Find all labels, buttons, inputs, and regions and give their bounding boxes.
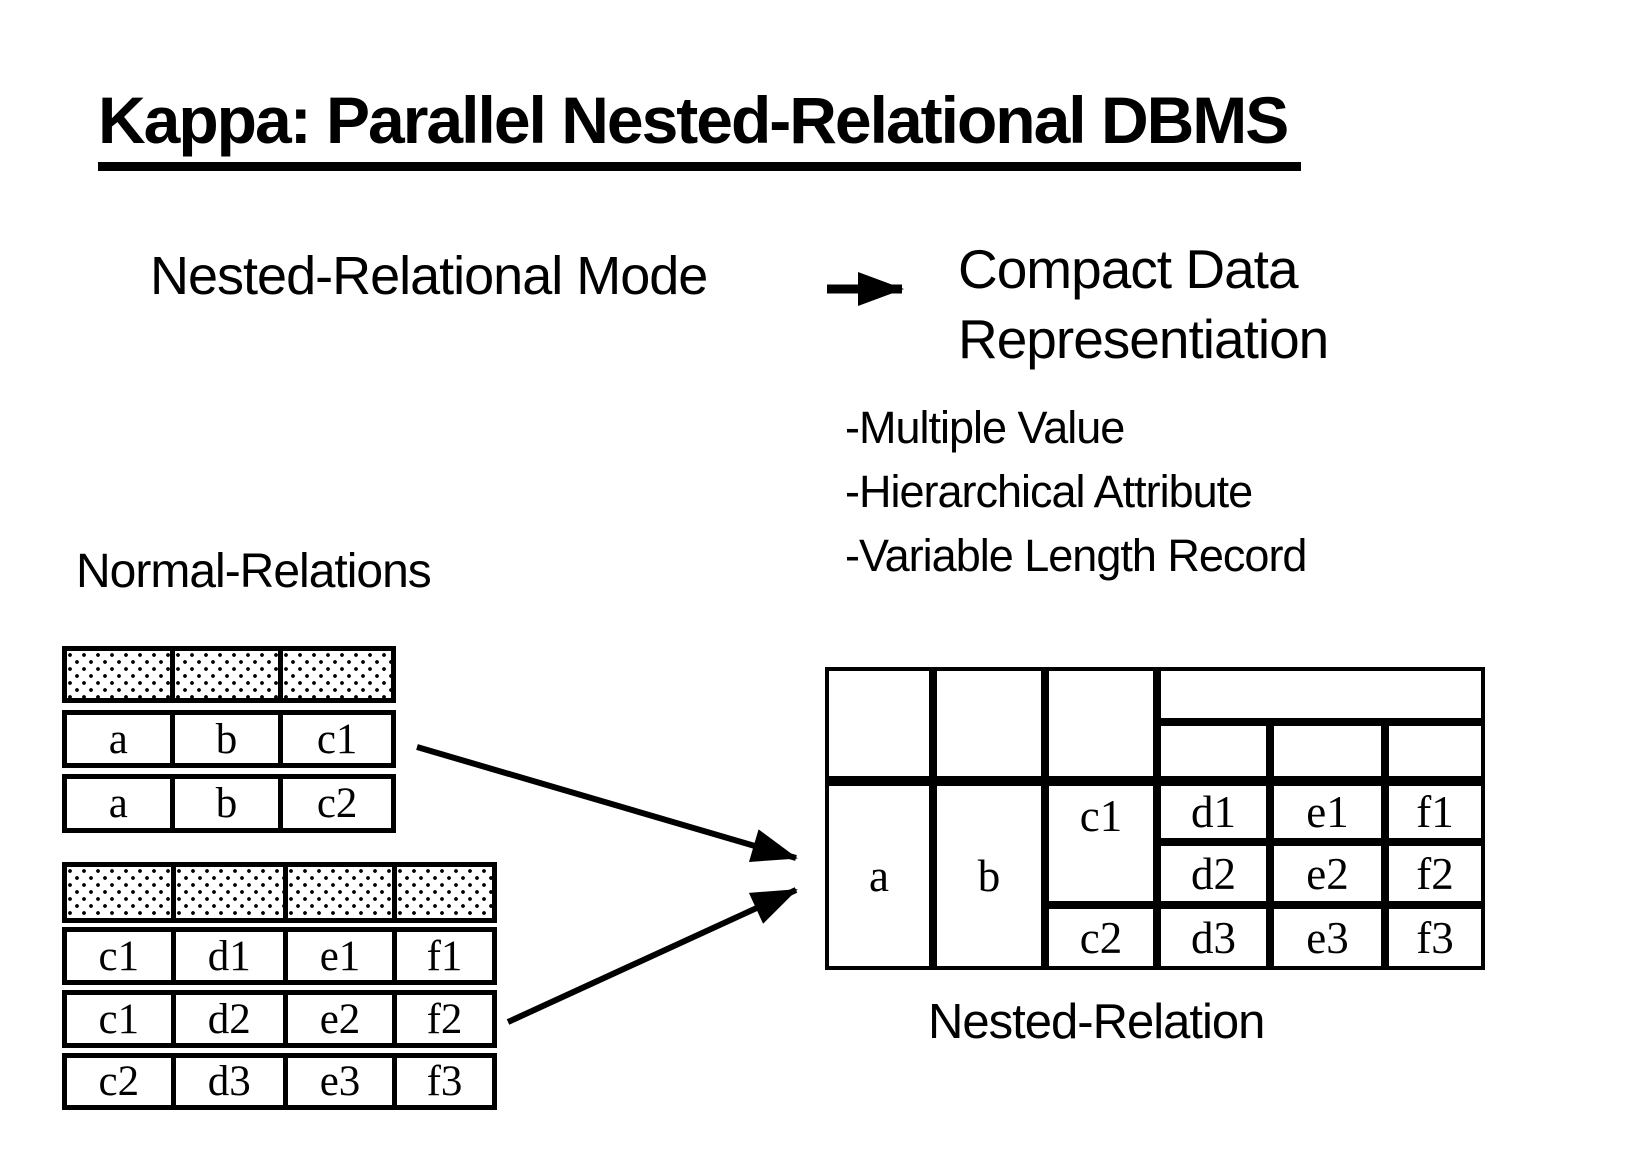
table-header-row [62,862,497,923]
flow-target-label: Compact Data Representiation [958,234,1329,374]
table-cell: e3 [1270,905,1385,970]
table-cell: f1 [1385,780,1485,842]
flow-target-line1: Compact Data [958,238,1299,300]
table-cell: d3 [1157,905,1270,970]
table-cell: a [108,780,128,827]
table-cell: c1 [98,932,140,980]
table-cell: e1 [282,932,392,980]
table-cell: e1 [1270,780,1385,842]
nested-relation-label: Nested-Relation [928,995,1265,1049]
table-cell: c2 [1045,905,1157,970]
table-cell: f2 [392,995,492,1043]
feature-item: -Multiple Value [845,402,1125,453]
flow-target-line2: Representiation [958,308,1329,370]
sub-header-cell [1157,722,1270,780]
table-cell: b [169,779,279,828]
feature-item: -Variable Length Record [845,530,1307,581]
table-cell: f3 [392,1058,492,1105]
nested-group-header-cell [1157,667,1485,722]
feature-list: -Multiple Value -Hierarchical Attribute … [845,396,1307,588]
table-cell: f1 [392,932,492,980]
table-cell: d2 [1157,842,1270,905]
table-cell: d3 [170,1058,283,1105]
normal-relation-table-1: a b c1 a b c2 [62,646,396,836]
header-cell [169,651,279,698]
table-cell: c1 [98,995,140,1043]
page-title: Kappa: Parallel Nested-Relational DBMS [98,85,1302,172]
table-cell: d1 [1157,780,1270,842]
table-cell: c2 [98,1058,140,1105]
merge-arrow-top-icon [416,744,798,862]
header-cell [1045,667,1157,780]
normal-relation-table-2: c1 d1 e1 f1 c1 d2 e2 f2 c2 d3 e3 f3 [62,862,497,1110]
table-cell: b [169,715,279,763]
sub-header-cell [1270,722,1385,780]
table-row: a b c1 [62,710,396,768]
header-cell [170,867,283,918]
table-cell: d2 [170,995,283,1043]
nested-relation-table: a b c1 c2 d1 e1 f1 d2 e2 f2 d3 e3 f3 [825,667,1485,970]
table-row: c1 d2 e2 f2 [62,990,497,1048]
header-cell [282,867,393,918]
header-cell [67,867,171,918]
table-cell: e3 [282,1058,392,1105]
header-cell [933,667,1045,780]
table-cell: c1 [278,715,391,763]
table-cell: e2 [282,995,392,1043]
header-cell [67,651,170,698]
table-cell: a [825,780,933,970]
table-cell: a [108,715,128,763]
table-cell: f3 [1385,905,1485,970]
feature-item: -Hierarchical Attribute [845,466,1253,517]
table-cell: c1 [1045,780,1157,905]
table-header-row [62,646,396,703]
header-cell [392,867,492,918]
table-row: c1 d1 e1 f1 [62,927,497,985]
table-cell: e2 [1270,842,1385,905]
flow-source-label: Nested-Relational Mode [150,246,708,306]
table-cell: f2 [1385,842,1485,905]
table-row: a b c2 [62,774,396,833]
table-cell: b [933,780,1045,970]
table-cell: c2 [278,779,391,828]
table-cell: d1 [170,932,283,980]
header-cell [825,667,933,780]
header-cell [278,651,391,698]
normal-relations-label: Normal-Relations [76,545,432,598]
sub-header-cell [1385,722,1485,780]
merge-arrow-bottom-icon [506,887,798,1025]
table-row: c2 d3 e3 f3 [62,1053,497,1110]
